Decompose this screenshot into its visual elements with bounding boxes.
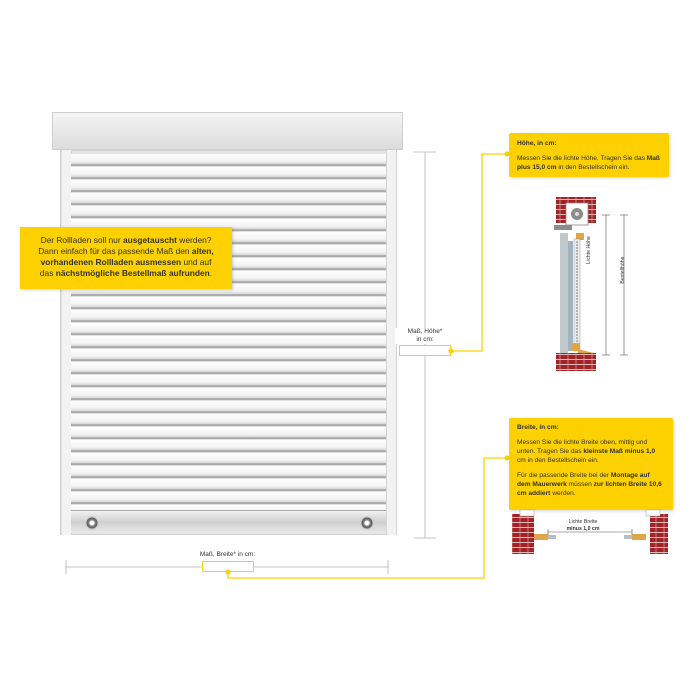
callout-main-bold: alten, [191,246,214,256]
callout-width-text: Messen Sie die lichte Breite oben, mitti… [517,439,648,455]
guide-rail-right [386,150,396,535]
callout-height-title: Höhe, in cm: [517,140,557,147]
stopper-right-icon [360,516,374,530]
callout-height-text: Messen Sie die lichte Höhe. Tragen Sie d… [517,155,647,162]
label-lichte-breite-line2: minus 1,0 cm [566,525,600,532]
stopper-left-icon [85,516,99,530]
callout-width-text: werden. [550,490,576,497]
shutter-box [52,112,403,150]
width-measure-label: Maß, Breite* in cm: [180,551,275,559]
height-label-line1: Maß, Höhe* [407,328,443,335]
callout-replacement-hint: Der Rollladen soll nur ausgetauscht werd… [20,227,232,289]
callout-main-text: das [39,268,56,278]
shutter-slats [71,154,386,510]
callout-width-bold: Montage auf dem Mauerwerk [517,472,650,488]
callout-width-text: cm in den Bestellschein ein. [517,457,599,464]
callout-main-text: und auf [181,257,212,267]
width-section-drawing [512,509,668,554]
callout-width-text: Für die passende Breite bei der [517,472,611,479]
label-lichte-breite: Lichte Breite minus 1,0 cm [548,519,618,532]
label-lichte-hoehe: Lichte Höhe [586,236,592,264]
label-bestellhoehe: Bestellhöhe [620,256,626,284]
callout-main-bold: nächstmögliche Bestellmaß aufrunden [55,268,210,278]
height-measure-label: Maß, Höhe* in cm: [395,328,455,344]
callout-width-text: müssen [566,481,594,488]
callout-height-text: in den Bestellschein ein. [556,164,630,171]
shutter-bottom-bar [71,510,386,533]
callout-height: Höhe, in cm: Messen Sie die lichte Höhe.… [509,133,669,177]
callout-width-title: Breite, in cm: [517,424,559,431]
callout-main-text: . [209,268,213,278]
label-lichte-breite-line1: Lichte Breite [568,519,598,525]
height-section-drawing [554,197,628,371]
height-label-line2: in cm: [416,336,434,343]
callout-height-bold: Maß plus 15,0 cm [517,155,660,171]
callout-main-text: werden? [176,235,212,245]
callout-width-bold: kleinste Maß minus 1,0 [583,448,656,455]
callout-main-text: Dann einfach für das passende Maß den [38,246,192,256]
callout-main-bold: ausgetauscht [122,235,177,245]
callout-width: Breite, in cm: Messen Sie die lichte Bre… [509,418,673,510]
callout-main-text: Der Rollladen soll nur [40,235,123,245]
callout-main-bold: vorhandenen Rollladen ausmessen [40,257,182,267]
callout-width-bold: zur lichten Breite 10,6 cm addiert [517,481,662,497]
